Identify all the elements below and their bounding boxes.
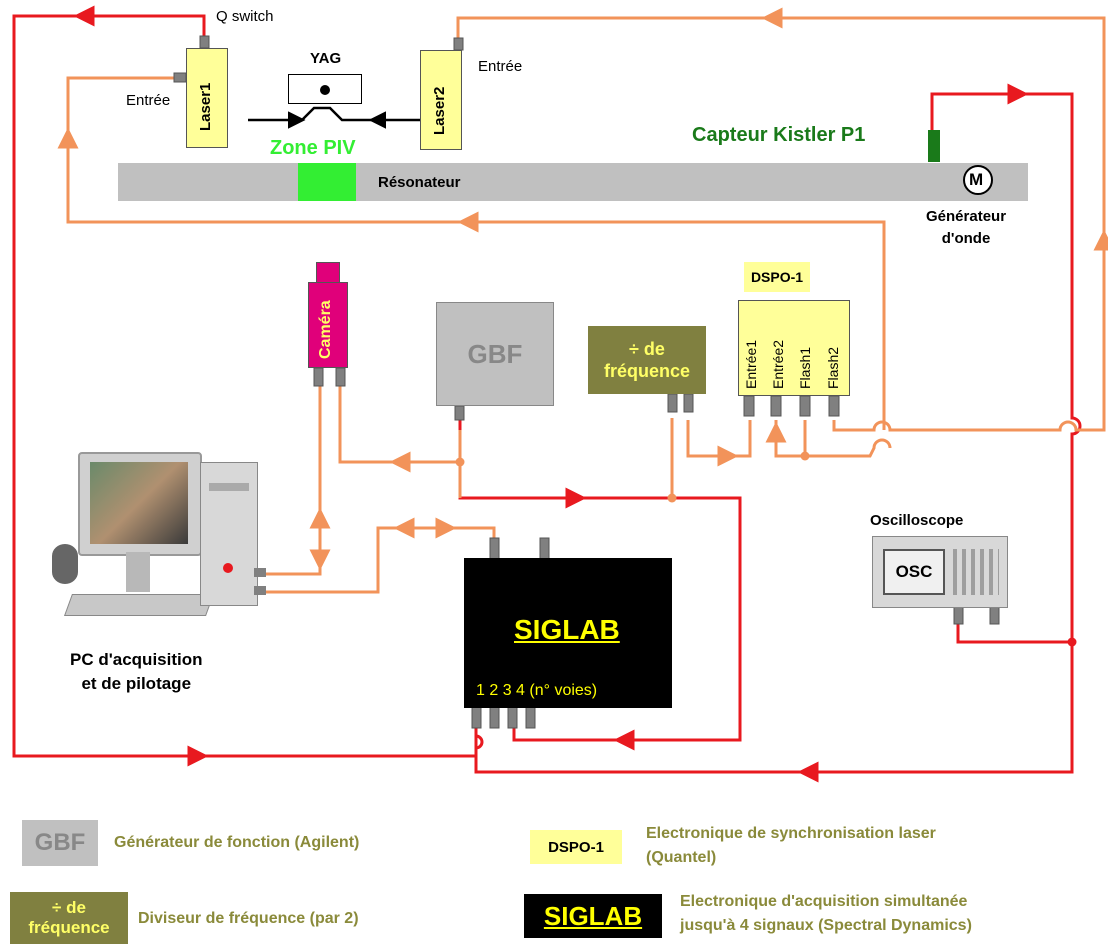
resonator-tube xyxy=(118,163,1028,201)
q-switch-label: Q switch xyxy=(216,8,274,25)
osc-label: OSC xyxy=(895,562,933,581)
dspo-port-flash1: Flash1 xyxy=(797,346,813,389)
legend-gbf-desc: Générateur de fonction (Agilent) xyxy=(114,834,360,851)
pc-tower xyxy=(200,462,258,606)
osc-knobs xyxy=(953,549,999,595)
yag-box xyxy=(288,74,362,104)
junction-osc xyxy=(1067,637,1077,647)
yag-label: YAG xyxy=(310,50,342,67)
laser2-label: Laser2 xyxy=(431,86,448,135)
laser-beams xyxy=(248,106,420,129)
pc-stand xyxy=(126,552,150,592)
zone-piv-window xyxy=(298,163,356,201)
legend-dspo-desc: Electronique de synchronisation laser (Q… xyxy=(646,825,936,866)
oscilloscope-label: Oscilloscope xyxy=(870,512,964,529)
legend-siglab-key-label: SIGLAB xyxy=(543,900,643,931)
camera-label: Caméra xyxy=(317,300,334,359)
motor-symbol-circle xyxy=(963,165,993,195)
laser1-entree-label: Entrée xyxy=(126,92,171,109)
pc-monitor xyxy=(78,452,202,556)
dspo-port-flash2: Flash2 xyxy=(825,346,841,389)
laser1-label: Laser1 xyxy=(197,82,214,131)
pc-screen-image xyxy=(90,462,188,544)
laser1-box: Laser1 xyxy=(186,48,228,148)
dspo-title: DSPO-1 xyxy=(750,269,804,285)
pc-label: PC d'acquisition et de pilotage xyxy=(70,650,203,693)
legend-divider-key-label: ÷ de fréquence xyxy=(28,898,110,937)
legend-divider-key: ÷ de fréquence xyxy=(10,892,128,944)
camera-box: Caméra xyxy=(308,282,348,368)
junction-gbf xyxy=(455,457,465,467)
motor-symbol: M xyxy=(969,170,984,189)
legend-gbf-key: GBF xyxy=(22,820,98,866)
legend-dspo-key-label: DSPO-1 xyxy=(548,838,604,856)
resonateur-label: Résonateur xyxy=(378,174,461,191)
osc-screen: OSC xyxy=(883,549,945,595)
legend-divider-desc: Diviseur de fréquence (par 2) xyxy=(138,910,359,927)
yag-dot xyxy=(320,85,330,95)
laser2-box: Laser2 xyxy=(420,50,462,150)
legend-gbf-key-label: GBF xyxy=(34,829,86,856)
zone-piv-label: Zone PIV xyxy=(270,137,356,159)
legend-dspo-key: DSPO-1 xyxy=(530,830,622,864)
siglab-label: SIGLAB xyxy=(514,614,620,645)
pc-tower-led xyxy=(223,563,233,573)
divider-label: ÷ de fréquence xyxy=(603,339,691,381)
dspo-port-entree2: Entrée2 xyxy=(770,339,786,389)
dspo-title-box: DSPO-1 xyxy=(744,262,810,292)
gbf-box: GBF xyxy=(436,302,554,406)
pc-port-2 xyxy=(254,586,266,595)
pc-speaker xyxy=(52,544,78,584)
junction-divider xyxy=(667,493,677,503)
generateur-onde-label: Générateur d'onde xyxy=(926,208,1007,247)
camera-top xyxy=(316,262,340,284)
dspo-box: Entrée1 Entrée2 Flash1 Flash2 xyxy=(738,300,850,396)
kistler-label: Capteur Kistler P1 xyxy=(692,124,866,146)
dspo-port-entree1: Entrée1 xyxy=(743,339,759,389)
kistler-sensor xyxy=(928,130,940,162)
gbf-label: GBF xyxy=(467,338,523,369)
divider-box: ÷ de fréquence xyxy=(588,326,706,394)
legend-siglab-desc: Electronique d'acquisition simultanée ju… xyxy=(680,893,972,934)
pc-keyboard xyxy=(63,594,215,616)
pc-port-1 xyxy=(254,568,266,577)
legend-siglab-key: SIGLAB xyxy=(524,894,662,938)
oscilloscope-box: OSC xyxy=(872,536,1008,608)
pc-illustration xyxy=(48,452,268,632)
orange-wires xyxy=(57,7,1108,594)
laser2-entree-label: Entrée xyxy=(478,58,523,75)
siglab-box: SIGLAB 1 2 3 4 (n° voies) xyxy=(464,558,672,708)
siglab-channels: 1 2 3 4 (n° voies) xyxy=(476,682,598,699)
junction-flash xyxy=(800,451,810,461)
pc-tower-drive xyxy=(209,483,249,491)
